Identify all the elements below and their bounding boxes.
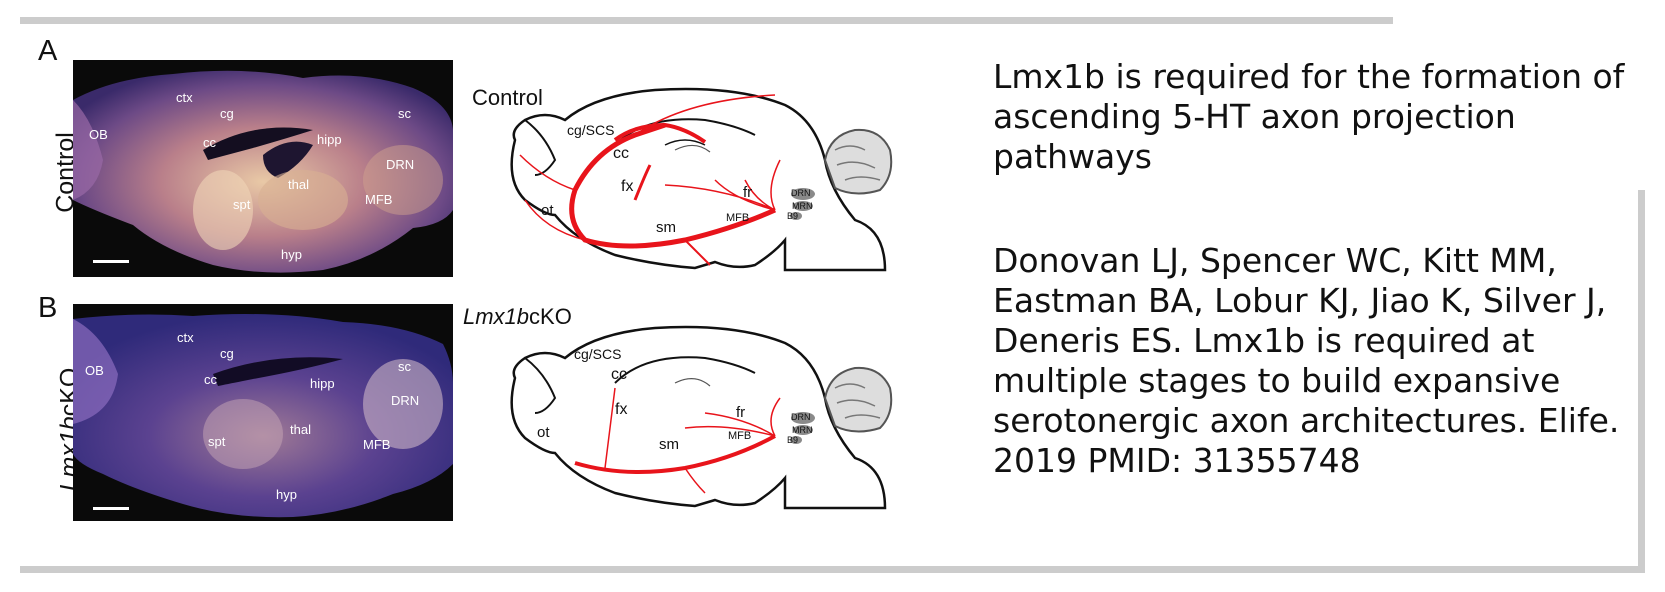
label-drn: DRN [386, 157, 415, 172]
label-hipp: hipp [317, 132, 342, 147]
label-ctx-b: ctx [177, 330, 194, 345]
diagram-a-sm: sm [656, 219, 676, 236]
diagram-b-drn: DRN [791, 412, 811, 422]
diagram-control: Control cg/SCS cc fx fr ot sm MFB DRN MR… [472, 80, 945, 290]
diagram-a-drn: DRN [791, 188, 811, 198]
label-cc: cc [203, 135, 216, 150]
diagram-b-fr: fr [736, 404, 746, 421]
diagram-a-b9: B9 [787, 211, 799, 221]
diagram-a-cc: cc [613, 145, 629, 162]
label-spt-b: spt [208, 434, 226, 449]
diagram-a-mrn: MRN [792, 201, 813, 211]
label-ob: OB [89, 127, 108, 142]
diagram-a-fx: fx [621, 178, 634, 195]
diagram-b-b9: B9 [787, 435, 799, 445]
diagram-b-fx: fx [615, 401, 628, 418]
diagram-b-mfb: MFB [728, 430, 752, 442]
label-cg-b: cg [220, 346, 234, 361]
label-spt: spt [233, 197, 251, 212]
diagram-b-sm: sm [659, 436, 679, 453]
label-sc-b: sc [398, 359, 411, 374]
diagram-a-fr: fr [743, 184, 753, 201]
label-thal-b: thal [290, 422, 311, 437]
frame-right-border [1638, 190, 1645, 573]
label-drn-b: DRN [391, 393, 420, 408]
diagram-b-mrn: MRN [792, 425, 813, 435]
diagram-b-cgscs: cg/SCS [574, 346, 622, 362]
panel-a-letter: A [38, 35, 58, 67]
diagram-b-title-rest: cKO [529, 304, 572, 329]
diagram-a-ot: ot [541, 202, 554, 219]
diagram-a-mfb: MFB [726, 212, 750, 224]
label-ob-b: OB [85, 363, 104, 378]
label-cc-b: cc [204, 372, 217, 387]
label-mfb: MFB [365, 192, 393, 207]
brain-section-lmx1bcko: OB ctx cg cc hipp sc DRN thal MFB spt hy… [73, 304, 453, 521]
frame-bottom-border [20, 566, 1645, 573]
label-sc: sc [398, 106, 411, 121]
label-ctx: ctx [176, 90, 193, 105]
diagram-b-cc: cc [611, 366, 627, 383]
diagram-a-cgscs: cg/SCS [567, 122, 615, 138]
panel-b-letter: B [38, 292, 58, 324]
label-hyp: hyp [281, 247, 302, 262]
citation-text: Donovan LJ, Spencer WC, Kitt MM, Eastman… [993, 241, 1620, 480]
diagram-b-ot: ot [537, 424, 550, 441]
diagram-a-title: Control [472, 85, 543, 110]
brain-section-control: OB ctx cg cc hipp sc DRN thal MFB spt hy… [73, 60, 453, 277]
frame-top-border [20, 17, 1393, 24]
label-hyp-b: hyp [276, 487, 297, 502]
label-thal: thal [288, 177, 309, 192]
diagram-b-title-italic: Lmx1b [463, 304, 530, 329]
diagram-b-title: Lmx1bcKO [463, 304, 572, 330]
diagram-lmx1bcko: Lmx1bcKO cg/SCS cc fx fr ot sm MFB DRN M… [463, 304, 945, 538]
label-hipp-b: hipp [310, 376, 335, 391]
label-cg: cg [220, 106, 234, 121]
label-mfb-b: MFB [363, 437, 391, 452]
abstract-title: Lmx1b is required for the formation of a… [993, 57, 1625, 176]
